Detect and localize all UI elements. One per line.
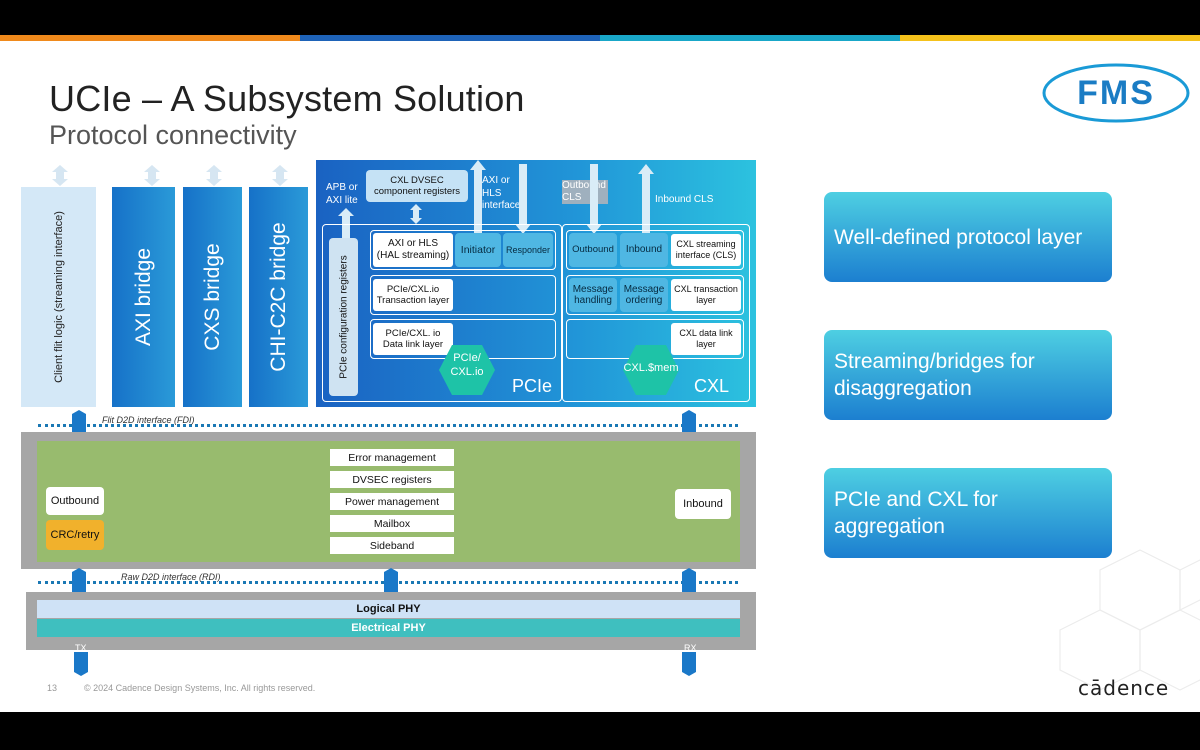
pcie-label: PCIe bbox=[512, 376, 553, 396]
pcie-data-link-layer: PCIe/CXL. io Data link layer bbox=[373, 323, 453, 355]
copyright: © 2024 Cadence Design Systems, Inc. All … bbox=[84, 683, 316, 693]
card-streaming-bridges: Streaming/bridges for disaggregation bbox=[824, 330, 1112, 420]
outbound-cls-label: Outbound CLS bbox=[562, 180, 608, 204]
cxl-data-link-layer: CXL data link layer bbox=[671, 323, 741, 355]
message-ordering-box: Message ordering bbox=[620, 278, 668, 312]
decorative-cubes bbox=[1059, 549, 1200, 691]
pcie-cxl-io-hexagon bbox=[439, 345, 495, 395]
tx-connector bbox=[74, 652, 88, 676]
pcie-hex-label: PCIe/ CXL.io bbox=[450, 352, 484, 378]
cxs-bridge-label: CXS bridge bbox=[200, 243, 224, 351]
cxl-transaction-layer: CXL transaction layer bbox=[671, 279, 741, 311]
slide-title: UCIe – A Subsystem Solution bbox=[49, 78, 525, 119]
chi-bridge-column: CHI-C2C bridge bbox=[249, 187, 308, 407]
slide-subtitle: Protocol connectivity bbox=[49, 120, 297, 150]
cxl-label: CXL bbox=[694, 376, 730, 396]
cadence-logo: cādence bbox=[1078, 676, 1170, 700]
card-pcie-cxl-text: PCIe and CXL for aggregation bbox=[834, 488, 998, 538]
electrical-phy-bar: Electrical PHY bbox=[37, 619, 740, 637]
axi-hls-label: AXI or HLS interface bbox=[482, 175, 521, 211]
rx-label: RX bbox=[684, 643, 697, 653]
inbound-cls-label: Inbound CLS bbox=[655, 194, 714, 205]
cxs-bridge-column: CXS bridge bbox=[183, 187, 242, 407]
chi-bridge-label: CHI-C2C bridge bbox=[266, 222, 290, 372]
rdi-right-connector bbox=[682, 568, 696, 592]
logical-phy-bar: Logical PHY bbox=[37, 600, 740, 618]
axi-bridge-column: AXI bridge bbox=[112, 187, 175, 407]
cxl-app-row bbox=[566, 230, 744, 270]
axi-hls-box: AXI or HLS (HAL streaming) bbox=[373, 233, 453, 267]
cxl-group bbox=[562, 224, 750, 402]
apb-label: APB or AXI lite bbox=[326, 182, 358, 206]
cxl-transaction-row bbox=[566, 275, 744, 315]
rx-connector bbox=[682, 652, 696, 676]
client-flit-logic-column: Client flit logic (streaming interface) bbox=[21, 187, 96, 407]
client-flit-label: Client flit logic (streaming interface) bbox=[52, 211, 65, 383]
cxl-dvsec-box: CXL DVSEC component registers bbox=[366, 170, 468, 202]
pcie-transaction-row bbox=[370, 275, 556, 315]
page-number: 13 bbox=[47, 683, 58, 693]
cxl-mem-hexagon bbox=[623, 345, 679, 395]
rdi-mid-connector bbox=[384, 568, 398, 592]
card-protocol-layer: Well-defined protocol layer bbox=[824, 192, 1112, 282]
protocol-arrows bbox=[338, 160, 654, 246]
dvsec-registers-box: DVSEC registers bbox=[330, 471, 454, 488]
sideband-box: Sideband bbox=[330, 537, 454, 554]
axi-bridge-label: AXI bridge bbox=[131, 247, 155, 347]
d2d-outbound-box: Outbound bbox=[46, 487, 104, 515]
card-protocol-layer-text: Well-defined protocol layer bbox=[834, 225, 1083, 249]
d2d-inbound-box: Inbound bbox=[675, 489, 731, 519]
fms-logo: FMS bbox=[1042, 63, 1190, 123]
accent-bar bbox=[0, 35, 1200, 41]
fdi-left-connector bbox=[72, 410, 86, 434]
pcie-app-row bbox=[370, 230, 556, 270]
rdi-label: Raw D2D interface (RDI) bbox=[121, 572, 221, 582]
fdi-right-connector bbox=[682, 410, 696, 434]
fdi-line bbox=[38, 424, 738, 427]
tx-label: TX bbox=[75, 643, 87, 653]
card-pcie-cxl: PCIe and CXL for aggregation bbox=[824, 468, 1112, 558]
card-streaming-bridges-text: Streaming/bridges for disaggregation bbox=[834, 350, 1035, 400]
cxl-outbound-box: Outbound bbox=[569, 233, 617, 267]
cxl-inbound-box: Inbound bbox=[620, 233, 668, 267]
error-management-box: Error management bbox=[330, 449, 454, 466]
pcie-transaction-layer: PCIe/CXL.io Transaction layer bbox=[373, 279, 453, 311]
cxl-hex-label: CXL.$mem bbox=[623, 362, 679, 374]
mailbox-box: Mailbox bbox=[330, 515, 454, 532]
message-handling-box: Message handling bbox=[569, 278, 617, 312]
pcie-config-registers: PCIe configuration registers bbox=[329, 238, 358, 396]
svg-text:FMS: FMS bbox=[1077, 74, 1155, 112]
power-management-box: Power management bbox=[330, 493, 454, 510]
responder-box: Responder bbox=[503, 233, 553, 267]
column-arrows bbox=[52, 165, 288, 186]
rdi-left-connector bbox=[72, 568, 86, 592]
initiator-box: Initiator bbox=[455, 233, 501, 267]
fdi-label: Flit D2D interface (FDI) bbox=[102, 415, 195, 425]
pcie-group bbox=[322, 224, 562, 402]
crc-retry-box: CRC/retry bbox=[46, 520, 104, 550]
cxl-streaming-box: CXL streaming interface (CLS) bbox=[671, 234, 741, 266]
